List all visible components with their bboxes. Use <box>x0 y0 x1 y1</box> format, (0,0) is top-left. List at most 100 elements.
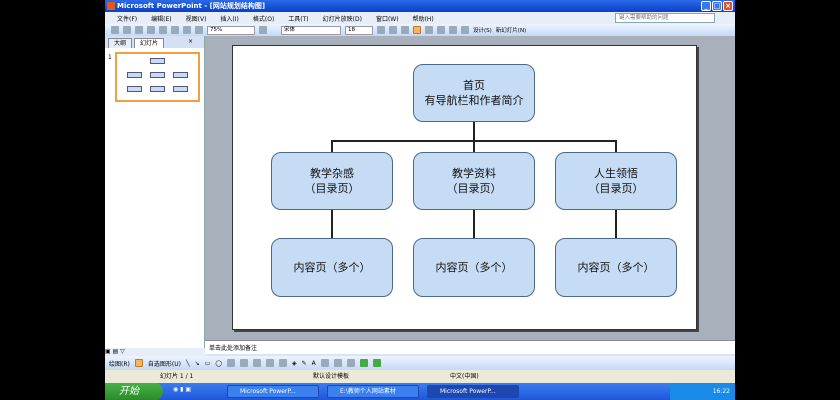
close-pane-icon[interactable]: × <box>187 38 193 45</box>
menu-help[interactable]: 帮助(H) <box>412 15 434 23</box>
font-color-icon[interactable]: A <box>311 359 316 367</box>
menu-view[interactable]: 视图(V) <box>185 15 207 23</box>
arrow-style-icon[interactable] <box>346 359 355 367</box>
rectangle-icon[interactable]: ▭ <box>204 359 211 367</box>
undo-icon[interactable] <box>171 26 179 34</box>
slide-thumbnail[interactable] <box>115 52 200 102</box>
line-style-icon[interactable] <box>320 359 329 367</box>
fill-color-icon[interactable]: ◈ <box>291 359 297 367</box>
autoshapes-button[interactable]: 自选图形(U) <box>147 360 181 368</box>
window-title: Microsoft PowerPoint - [网站规划结构图] <box>117 2 266 10</box>
status-bar: 幻灯片 1 / 1 默认设计模板 中文(中国) <box>105 370 735 383</box>
taskbar: 开始 ◉ ▮ ▣ Microsoft PowerP... E:\教师个人网站素材… <box>105 383 735 400</box>
underline-icon[interactable] <box>401 26 409 34</box>
clock[interactable]: 16:22 <box>712 388 730 395</box>
menu-edit[interactable]: 编辑(E) <box>151 15 172 23</box>
menu-insert[interactable]: 插入(I) <box>220 15 239 23</box>
bold-icon[interactable] <box>377 26 385 34</box>
node-title: 教学杂感 <box>310 167 354 180</box>
content-node[interactable]: 内容页（多个） <box>555 238 677 297</box>
task-folder[interactable]: E:\教师个人网站素材 <box>327 385 419 398</box>
node-title: 首页 <box>463 79 485 92</box>
3d-icon[interactable] <box>372 359 381 367</box>
quick-launch-icons[interactable]: ◉ ▮ ▣ <box>173 386 192 393</box>
node-title: 人生领悟 <box>594 167 638 180</box>
node-title: 内容页（多个） <box>435 261 513 274</box>
category-node[interactable]: 人生领悟 （目录页） <box>555 152 677 210</box>
textbox-icon[interactable] <box>226 359 235 367</box>
view-buttons[interactable]: ▣ ▤ ▽ <box>105 348 205 356</box>
new-icon[interactable] <box>111 26 119 34</box>
standard-toolbar: 75% 宋体 18 设计(S) 新幻灯片(N) <box>105 24 735 36</box>
picture-icon[interactable] <box>278 359 287 367</box>
font-size-select[interactable]: 18 <box>345 25 373 35</box>
tab-outline[interactable]: 大纲 <box>108 38 133 48</box>
menu-format[interactable]: 格式(O) <box>252 15 275 23</box>
italic-icon[interactable] <box>389 26 397 34</box>
font-size-increase-icon[interactable] <box>449 26 457 34</box>
powerpoint-window: Microsoft PowerPoint - [网站规划结构图] _ □ × 文… <box>105 0 735 400</box>
slides-pane: 大纲 幻灯片 × 1 <box>105 36 205 348</box>
drawing-toolbar: 绘图(R) 自选图形(U) ╲ ↘ ▭ ◯ ◈ ✎ A <box>105 356 735 370</box>
menu-file[interactable]: 文件(F) <box>117 15 138 23</box>
task-powerpoint-2[interactable]: Microsoft PowerP... <box>427 385 519 398</box>
category-node[interactable]: 教学资料 （目录页） <box>413 152 535 210</box>
content-node[interactable]: 内容页（多个） <box>271 238 393 297</box>
minimize-button[interactable]: _ <box>701 1 711 11</box>
menu-tools[interactable]: 工具(T) <box>288 15 309 23</box>
node-subtitle: （目录页） <box>304 182 360 195</box>
line-icon[interactable]: ╲ <box>185 359 190 367</box>
notes-input[interactable]: 单击此处添加备注 <box>205 340 735 354</box>
shadow-icon[interactable] <box>359 359 368 367</box>
slide-canvas[interactable]: 首页 有导航栏和作者简介 教学杂感 （目录页） 教学资料 （目录页） 人生领悟 … <box>232 45 697 330</box>
chart-icon[interactable] <box>183 26 191 34</box>
content-node[interactable]: 内容页（多个） <box>413 238 535 297</box>
bullets-icon[interactable] <box>425 26 433 34</box>
diagram-icon[interactable] <box>252 359 261 367</box>
numbering-icon[interactable] <box>437 26 445 34</box>
menu-slideshow[interactable]: 幻灯片放映(D) <box>322 15 362 23</box>
category-node[interactable]: 教学杂感 （目录页） <box>271 152 393 210</box>
copy-icon[interactable] <box>147 26 155 34</box>
oval-icon[interactable]: ◯ <box>215 359 222 367</box>
powerpoint-icon <box>107 2 115 10</box>
select-icon[interactable] <box>134 359 143 367</box>
new-slide-button[interactable]: 新幻灯片(N) <box>495 28 527 34</box>
close-button[interactable]: × <box>723 1 733 11</box>
node-subtitle: （目录页） <box>588 182 644 195</box>
title-bar: Microsoft PowerPoint - [网站规划结构图] _ □ × <box>105 0 735 12</box>
menu-bar: 文件(F) 编辑(E) 视图(V) 插入(I) 格式(O) 工具(T) 幻灯片放… <box>105 12 735 24</box>
tab-slides[interactable]: 幻灯片 <box>134 38 165 48</box>
menu-window[interactable]: 窗口(W) <box>375 15 399 23</box>
save-icon[interactable] <box>135 26 143 34</box>
arrow-icon[interactable]: ↘ <box>194 359 200 367</box>
indent-icon[interactable] <box>461 26 469 34</box>
table-icon[interactable] <box>195 26 203 34</box>
help-icon[interactable] <box>259 26 267 34</box>
task-powerpoint-1[interactable]: Microsoft PowerP... <box>227 385 319 398</box>
font-select[interactable]: 宋体 <box>281 25 341 35</box>
slide-editor: 首页 有导航栏和作者简介 教学杂感 （目录页） 教学资料 （目录页） 人生领悟 … <box>205 36 735 340</box>
draw-menu-button[interactable]: 绘图(R) <box>109 360 130 368</box>
open-icon[interactable] <box>123 26 131 34</box>
zoom-select[interactable]: 75% <box>207 25 255 35</box>
design-button[interactable]: 设计(S) <box>473 28 492 34</box>
node-subtitle: （目录页） <box>446 182 502 195</box>
node-title: 内容页（多个） <box>577 261 655 274</box>
maximize-button[interactable]: □ <box>712 1 722 11</box>
node-title: 内容页（多个） <box>293 261 371 274</box>
help-search-input[interactable]: 键入需要帮助的问题 <box>615 13 715 23</box>
root-node-homepage[interactable]: 首页 有导航栏和作者简介 <box>413 64 535 122</box>
node-title: 教学资料 <box>452 167 496 180</box>
align-left-icon[interactable] <box>413 26 421 34</box>
dash-style-icon[interactable] <box>333 359 342 367</box>
status-language: 中文(中国) <box>450 373 479 380</box>
node-subtitle: 有导航栏和作者简介 <box>424 94 524 107</box>
clipart-icon[interactable] <box>265 359 274 367</box>
wordart-icon[interactable] <box>239 359 248 367</box>
status-template: 默认设计模板 <box>313 373 350 380</box>
start-button[interactable]: 开始 <box>105 383 163 400</box>
line-color-icon[interactable]: ✎ <box>301 359 307 367</box>
paste-icon[interactable] <box>159 26 167 34</box>
slide-number: 1 <box>108 54 112 61</box>
